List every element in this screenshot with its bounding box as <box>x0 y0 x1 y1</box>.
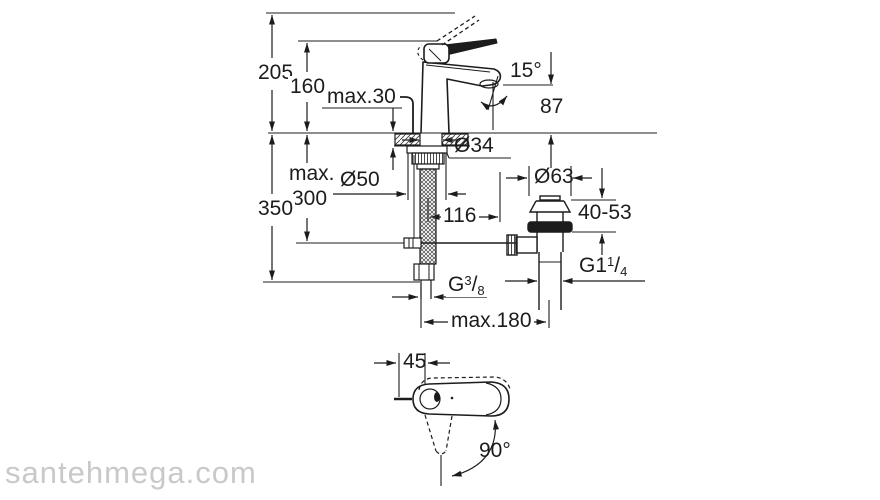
faucet-side-view <box>400 15 502 134</box>
dim-base-diameter: Ø50 <box>340 168 380 191</box>
dim-hose-length: 350 <box>256 197 296 220</box>
dim-drain-flange-diameter: Ø63 <box>534 165 574 188</box>
dimension-lines <box>269 15 645 477</box>
dim-overall-height: 205 <box>256 61 296 84</box>
drain-assembly <box>506 195 573 310</box>
dim-tailpiece-thread: G11/4 <box>577 254 630 279</box>
dim-drain-mounting-range: 40-53 <box>576 201 634 224</box>
dim-max-rod-length-line1: max. <box>287 162 337 185</box>
dim-hole-diameter: Ø34 <box>454 134 494 157</box>
dim-handle-offset: 45 <box>403 350 427 373</box>
dim-max-deck-thickness: max.30 <box>325 85 398 108</box>
mounting-shank-and-hoses <box>394 133 516 299</box>
dim-spout-top-height: 160 <box>288 75 328 98</box>
reference-lines <box>263 12 657 486</box>
dim-spout-outlet-height: 87 <box>538 95 566 118</box>
dim-spout-projection: 116 <box>441 204 479 227</box>
dim-max-rod-length-line2: 300 <box>290 187 330 210</box>
dim-aerator-angle: 15° <box>510 59 542 82</box>
faucet-top-view <box>394 376 511 455</box>
dim-max-rod-reach: max.180 <box>449 309 534 332</box>
dim-handle-swivel-angle: 90° <box>479 439 511 462</box>
watermark: santehmega.com <box>5 455 257 490</box>
dim-hose-thread: G3/8 <box>446 273 487 298</box>
